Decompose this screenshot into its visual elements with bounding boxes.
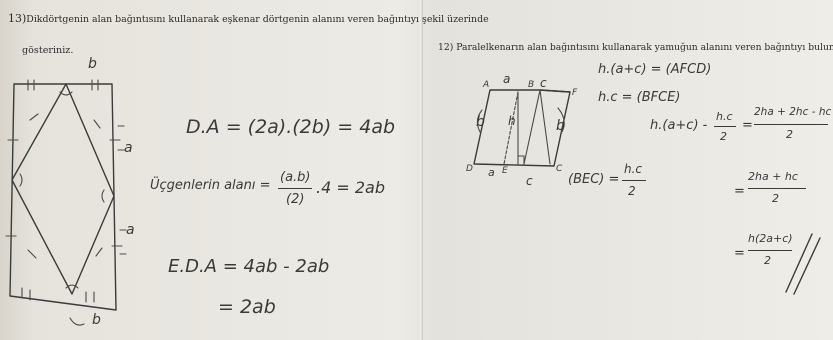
q12-step-2: = 2ha + hc 2	[734, 168, 824, 218]
q13-fraction-denominator: (2)	[286, 192, 305, 207]
q13-rectangle-area-line: D.A = (2a).(2b) = 4ab	[186, 116, 396, 138]
q12-step3-num: h(2a+c)	[748, 232, 793, 245]
q12-step1-equals: =	[742, 118, 753, 133]
q12-trapezoid	[473, 89, 571, 167]
q12-triangle-area: (BEC) = h.c 2	[568, 160, 678, 210]
q12-step3-bar	[748, 250, 792, 251]
q12-vertex-f: F	[572, 88, 578, 98]
q13-prompt-line1: 13)Dikdörtgenin alan bağıntısını kullana…	[8, 12, 489, 25]
q12-step-3: = h(2a+c) 2	[734, 226, 833, 296]
q12-step1-rhs-num: 2ha + 2hc - hc	[754, 106, 832, 118]
q12-label-top-a: a	[503, 72, 511, 86]
q12-step1-rhs-den: 2	[786, 128, 793, 141]
q13-rectangle	[9, 83, 117, 311]
q12-double-slash-mark	[785, 233, 821, 295]
q13-angle-marks	[19, 91, 105, 289]
q12-label-bottom-a: a	[488, 166, 495, 179]
q12-equation-1: h.(a+c) = (AFCD)	[598, 62, 712, 77]
q12-vertex-b: B	[528, 80, 535, 90]
q13-label-bottom-b: b	[92, 312, 101, 328]
q12-number: 12)	[438, 42, 454, 53]
q13-label-right-a-top: a	[124, 140, 133, 156]
q13-fraction-bar	[278, 188, 312, 189]
q12-label-side-b-left: b	[476, 114, 485, 130]
q12-vertex-e: E	[502, 166, 508, 176]
q12-triangle-label: (BEC) =	[568, 172, 620, 187]
q12-equation-2: h.c = (BFCE)	[598, 90, 681, 105]
q12-label-bottom-c: c	[526, 174, 533, 188]
q12-step3-den: 2	[764, 254, 771, 267]
q12-label-side-b-right: b	[556, 118, 565, 134]
q12-step2-equals: =	[734, 184, 745, 199]
q13-triangles-result: .4 = 2ab	[316, 178, 385, 197]
q12-vertex-c: C	[556, 164, 563, 174]
q13-corner-marks	[27, 113, 103, 259]
q13-rhombus	[11, 83, 115, 295]
q13-prompt-text: Dikdörtgenin alan bağıntısını kullanarak…	[26, 14, 489, 25]
q12-prompt: 12) Paralelkenarın alan bağıntısını kull…	[438, 42, 833, 53]
q13-number: 13)	[8, 12, 27, 25]
q13-rhombus-area-result: = 2ab	[218, 296, 276, 318]
q12-triangle-denominator: 2	[628, 184, 636, 198]
q13-tick-marks	[5, 79, 123, 303]
q12-label-h: h	[508, 114, 516, 128]
q12-step1-frac-bar	[714, 126, 736, 127]
q12-prompt-text: Paralelkenarın alan bağıntısını kullanar…	[456, 42, 833, 53]
q12-step1-frac-den: 2	[720, 130, 727, 143]
q13-side-brackets	[117, 125, 127, 255]
q12-side-arcs	[476, 107, 565, 133]
q12-step2-num: 2ha + hc	[748, 170, 798, 183]
q12-right-angle-mark	[517, 155, 525, 165]
q12-step1-rhs-bar	[754, 124, 828, 125]
q13-triangles-area-line: Üçgenlerin alanı = (a.b) (2) .4 = 2ab	[150, 170, 410, 220]
q12-step1-left: h.(a+c) -	[650, 118, 708, 133]
q13-label-right-a-bottom: a	[126, 222, 135, 238]
q13-bottom-brace	[69, 317, 85, 326]
q12-step1-frac-num: h.c	[716, 110, 733, 123]
q12-triangle-bar	[622, 180, 646, 181]
q12-vertex-d: D	[466, 164, 473, 174]
q12-triangle-numerator: h.c	[624, 162, 643, 176]
q13-label-top-b: b	[88, 56, 97, 72]
q12-diagonal-line	[503, 91, 519, 165]
q12-step2-bar	[748, 188, 806, 189]
q12-step2-den: 2	[772, 192, 779, 205]
q12-vertex-a: A	[483, 80, 490, 90]
q13-fraction-numerator: (a.b)	[280, 170, 311, 185]
q12-label-top-c: c	[540, 76, 547, 90]
q12-step3-equals: =	[734, 246, 745, 261]
q13-prompt-line2: gösteriniz.	[22, 45, 74, 56]
q12-extension-cf	[539, 89, 571, 93]
q13-triangles-label: Üçgenlerin alanı =	[150, 178, 271, 193]
page-fold	[420, 0, 423, 340]
q12-step-1: h.(a+c) - h.c 2 = 2ha + 2hc - hc 2	[650, 104, 832, 164]
q13-rhombus-area-line: E.D.A = 4ab - 2ab	[168, 256, 330, 277]
q12-triangle-bec	[523, 89, 551, 165]
